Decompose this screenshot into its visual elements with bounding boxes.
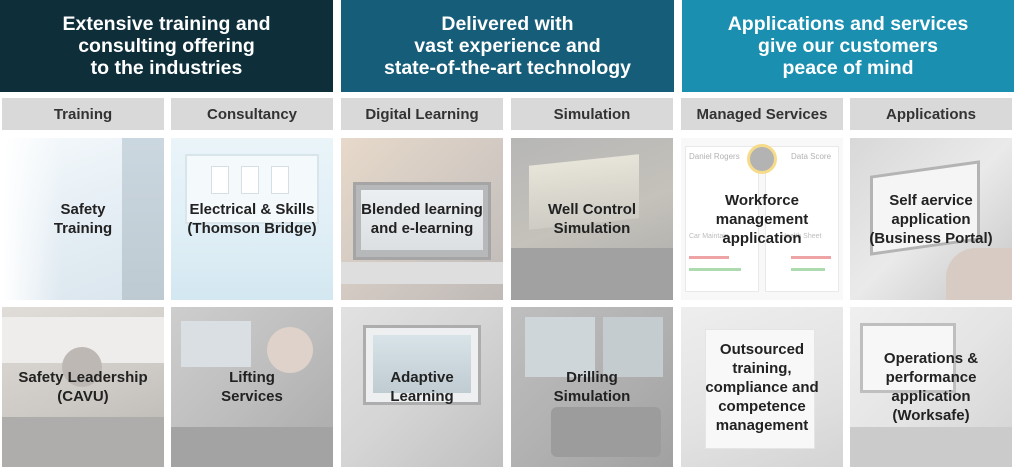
tile-label: Well Control Simulation <box>547 201 637 237</box>
tile-label: Lifting Services <box>221 369 283 405</box>
tile-label: Safety Training <box>53 201 113 237</box>
banner-line: peace of mind <box>782 57 914 79</box>
tile-label: Drilling Simulation <box>553 369 631 405</box>
tile-lifting-services[interactable]: Lifting Services <box>171 307 333 467</box>
tile-blended-learning[interactable]: Blended learning and e-learning <box>341 138 503 300</box>
banner-line: Extensive training and <box>62 13 271 35</box>
banner-line: give our customers <box>758 35 938 57</box>
column-header-training: Training <box>2 98 164 130</box>
tile-safety-training[interactable]: Safety Training <box>2 138 164 300</box>
banner-line: to the industries <box>90 57 243 79</box>
tile-adaptive-learning[interactable]: Adaptive Learning <box>341 307 503 467</box>
tile-label: Outsourced training, compliance and comp… <box>705 340 819 434</box>
tile-self-service-application[interactable]: Self aervice application (Business Porta… <box>850 138 1012 300</box>
tile-label: Electrical & Skills (Thomson Bridge) <box>187 201 317 237</box>
column-header-simulation: Simulation <box>511 98 673 130</box>
photo-background: Daniel Rogers Data Score Car Maintain He… <box>681 138 843 300</box>
avatar <box>747 144 777 174</box>
tile-label: Workforce management application <box>715 191 809 247</box>
tile-workforce-management[interactable]: Daniel Rogers Data Score Car Maintain He… <box>681 138 843 300</box>
tile-safety-leadership[interactable]: Safety Leadership (CAVU) <box>2 307 164 467</box>
status-bar-green <box>791 268 825 271</box>
tile-label: Blended learning and e-learning <box>361 201 483 237</box>
banner-line: state-of-the-art technology <box>383 57 631 79</box>
banner-line: vast experience and <box>414 35 601 57</box>
mockup-title-left: Daniel Rogers <box>689 152 740 161</box>
tile-label: Self aervice application (Business Porta… <box>869 191 993 247</box>
tile-electrical-skills[interactable]: Electrical & Skills (Thomson Bridge) <box>171 138 333 300</box>
tile-outsourced-training[interactable]: Outsourced training, compliance and comp… <box>681 307 843 467</box>
mockup-subtitle-left: Car Maintain <box>689 233 729 240</box>
mockup-subtitle-right: Health Sheet <box>781 233 822 240</box>
banner-applications-services: Applications and services give our custo… <box>682 0 1014 92</box>
mockup-title-right: Data Score <box>791 152 832 161</box>
banner-delivered: Delivered with vast experience and state… <box>341 0 674 92</box>
banner-line: Applications and services <box>727 13 969 35</box>
banner-training-consulting: Extensive training and consulting offeri… <box>0 0 333 92</box>
tile-drilling-simulation[interactable]: Drilling Simulation <box>511 307 673 467</box>
status-bar-green <box>689 268 741 271</box>
banner-line: Delivered with <box>441 13 574 35</box>
dashboard-panel-right <box>765 146 839 292</box>
column-header-applications: Applications <box>850 98 1012 130</box>
column-header-managed-services: Managed Services <box>681 98 843 130</box>
banner-line: consulting offering <box>78 35 255 57</box>
tile-label: Adaptive Learning <box>390 369 454 405</box>
column-header-digital-learning: Digital Learning <box>341 98 503 130</box>
tile-label: Operations & performance application (Wo… <box>883 350 979 424</box>
tile-well-control-simulation[interactable]: Well Control Simulation <box>511 138 673 300</box>
tile-operations-performance[interactable]: Operations & performance application (Wo… <box>850 307 1012 467</box>
tile-label: Safety Leadership (CAVU) <box>18 369 148 405</box>
column-header-consultancy: Consultancy <box>171 98 333 130</box>
dashboard-panel-left <box>685 146 759 292</box>
status-bar-red <box>791 256 831 259</box>
status-bar-red <box>689 256 729 259</box>
